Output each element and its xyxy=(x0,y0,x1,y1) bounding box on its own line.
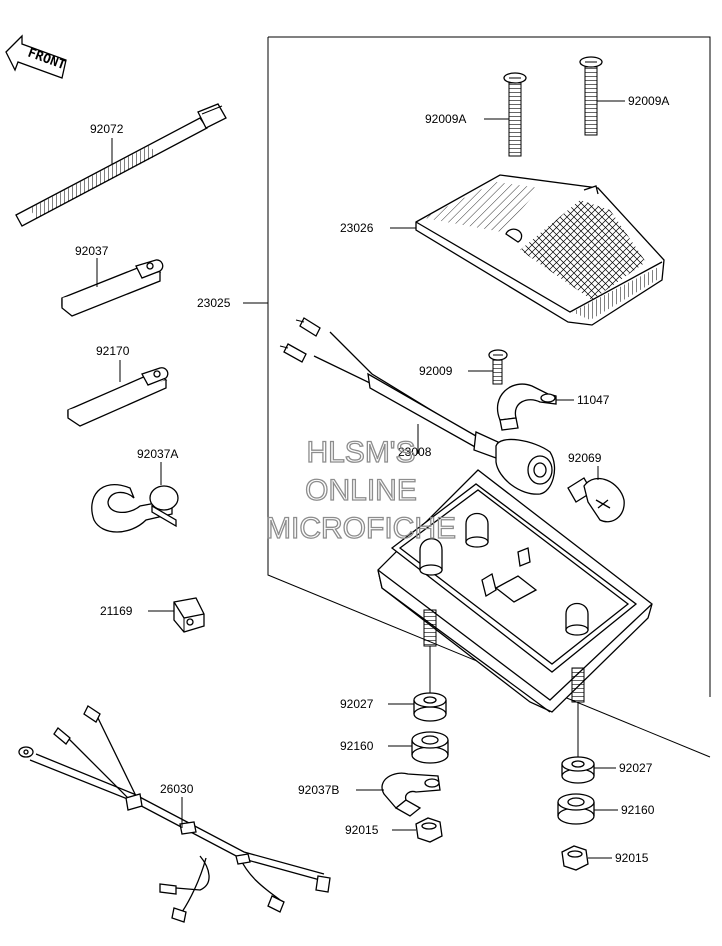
part-92027-grommet-1 xyxy=(413,692,447,722)
part-23026-lens-cover xyxy=(415,174,665,326)
callout-23026: 23026 xyxy=(340,221,374,235)
callout-92015-2: 92015 xyxy=(615,851,649,865)
watermark: HLSM'S ONLINE MICROFICHE xyxy=(265,435,456,545)
part-92160-nut-2 xyxy=(557,793,595,825)
callout-92072: 92072 xyxy=(90,122,124,136)
callout-92160-1: 92160 xyxy=(340,739,374,753)
callout-92037: 92037 xyxy=(75,244,109,258)
watermark-line-3: MICROFICHE xyxy=(266,512,456,545)
callout-92037B: 92037B xyxy=(298,783,339,797)
callout-23008: 23008 xyxy=(398,445,432,459)
part-92009A-screw-2 xyxy=(579,56,603,136)
part-92009A-screw-1 xyxy=(503,72,527,157)
part-11047-bracket xyxy=(497,383,557,431)
part-92009-screw xyxy=(488,349,508,385)
part-92069-bulb xyxy=(567,477,625,523)
part-92037A-p-clamp xyxy=(91,483,179,533)
callout-23025: 23025 xyxy=(197,296,231,310)
front-arrow-icon: FRONT xyxy=(5,34,68,79)
part-21169-clip xyxy=(173,597,205,633)
callout-92009A-2: 92009A xyxy=(628,94,669,108)
callout-92009: 92009 xyxy=(419,364,453,378)
watermark-line-1: HLSM'S xyxy=(306,436,415,469)
part-23008-socket xyxy=(279,317,556,495)
callout-92027-1: 92027 xyxy=(340,697,374,711)
part-92170-clamp xyxy=(67,367,169,427)
callout-11047: 11047 xyxy=(577,393,610,407)
callout-92015-1: 92015 xyxy=(345,823,379,837)
tail-light-housing xyxy=(377,469,653,713)
part-92072-cable-tie xyxy=(15,103,227,227)
callout-92160-2: 92160 xyxy=(621,803,655,817)
part-92027-grommet-2 xyxy=(561,756,595,784)
part-92037B-clamp xyxy=(381,772,441,817)
callout-92027-2: 92027 xyxy=(619,761,653,775)
callout-26030: 26030 xyxy=(160,782,194,796)
watermark-line-2: ONLINE xyxy=(305,474,417,507)
part-92015-nut-2 xyxy=(561,845,589,871)
callout-21169: 21169 xyxy=(100,604,133,618)
part-92015-nut-1 xyxy=(415,817,443,843)
callout-92069: 92069 xyxy=(568,451,602,465)
callout-92037A: 92037A xyxy=(137,447,178,461)
part-92160-nut-1 xyxy=(411,731,449,764)
part-92037-clamp xyxy=(61,259,164,317)
callout-92009A-1: 92009A xyxy=(425,112,466,126)
callout-92170: 92170 xyxy=(96,344,130,358)
part-26030-wire-harness xyxy=(18,705,331,923)
